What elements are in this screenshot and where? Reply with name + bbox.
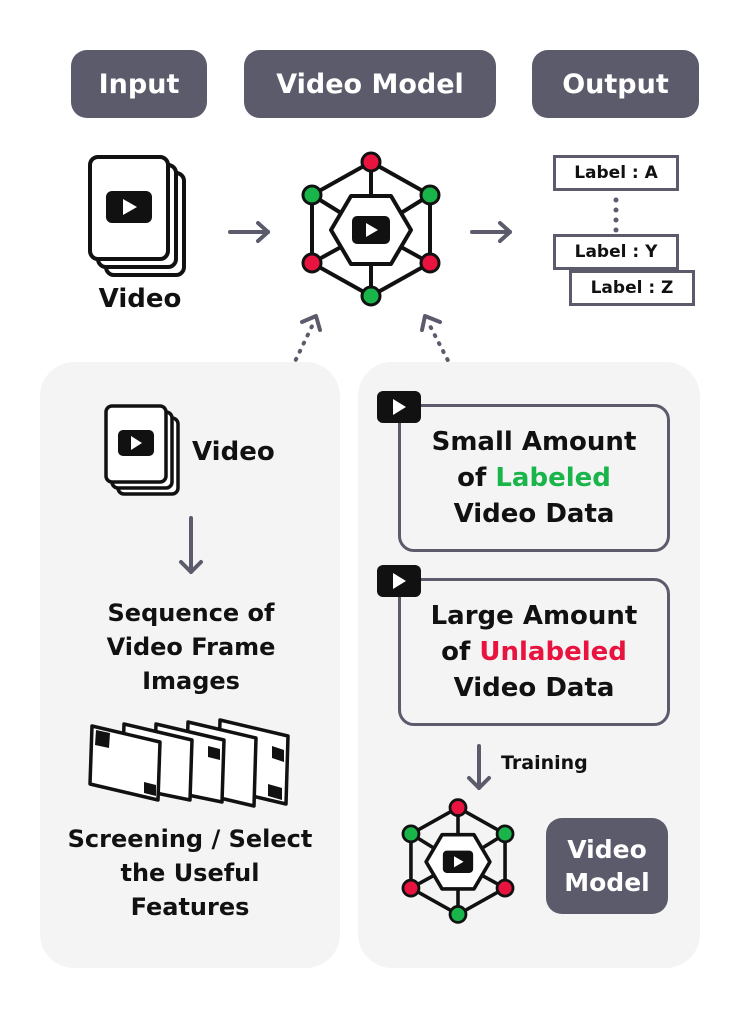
left-panel bbox=[40, 362, 340, 968]
output-header: Output bbox=[532, 50, 699, 118]
video-model-badge: Video Model bbox=[546, 818, 668, 914]
label-a: Label : A bbox=[553, 155, 679, 191]
video-model-header-label: Video Model bbox=[276, 68, 464, 100]
sequence-text: Sequence of Video Frame Images bbox=[106, 599, 276, 695]
unlabeled-highlight: Unlabeled bbox=[479, 637, 627, 667]
label-y: Label : Y bbox=[553, 234, 679, 270]
label-z: Label : Z bbox=[569, 270, 695, 306]
video-model-header: Video Model bbox=[244, 50, 496, 118]
video-stack-icon bbox=[88, 155, 186, 277]
video-stack-icon bbox=[104, 404, 180, 496]
video-frames-icon bbox=[88, 718, 290, 808]
arrow-down-icon bbox=[467, 744, 491, 790]
output-header-label: Output bbox=[562, 68, 669, 100]
arrow-down-icon bbox=[179, 516, 203, 574]
training-label: Training bbox=[501, 752, 588, 774]
input-header: Input bbox=[71, 50, 207, 118]
left-video-label: Video bbox=[192, 437, 275, 467]
small-labeled-data-box: Small Amount of Labeled Video Data bbox=[398, 404, 670, 552]
play-icon bbox=[377, 391, 421, 423]
top-video-label: Video bbox=[98, 284, 182, 314]
arrow-right-icon bbox=[470, 221, 512, 243]
neural-network-icon bbox=[301, 151, 441, 307]
input-header-label: Input bbox=[98, 68, 180, 100]
large-unlabeled-data-box: Large Amount of Unlabeled Video Data bbox=[398, 578, 670, 726]
arrow-right-icon bbox=[228, 221, 270, 243]
screening-text: Screening / Select the Useful Features bbox=[67, 825, 313, 921]
play-icon bbox=[377, 565, 421, 597]
dots-connector bbox=[613, 197, 619, 233]
labeled-highlight: Labeled bbox=[495, 463, 611, 493]
neural-network-icon bbox=[401, 798, 515, 924]
